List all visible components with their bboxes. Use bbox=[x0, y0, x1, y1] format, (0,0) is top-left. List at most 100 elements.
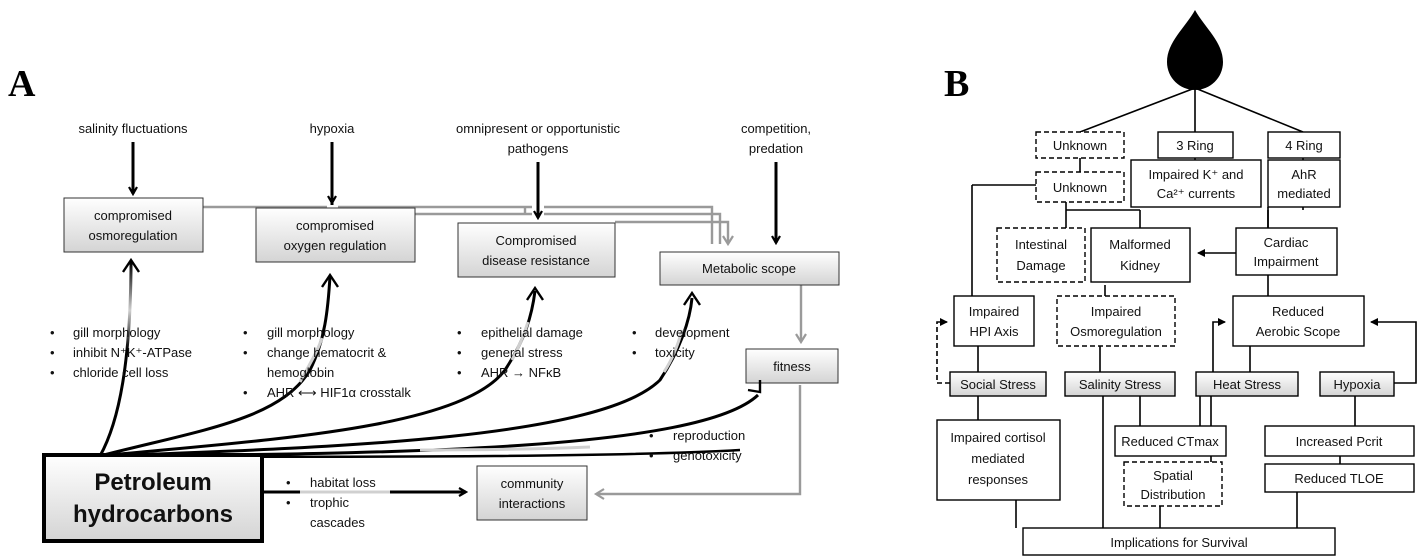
box-fitness: fitness bbox=[745, 348, 839, 384]
heat-to-aerobic-arrow bbox=[1212, 318, 1226, 383]
svg-text:osmoregulation: osmoregulation bbox=[89, 228, 178, 243]
svg-text:genotoxicity: genotoxicity bbox=[673, 448, 742, 463]
svg-text:Petroleum: Petroleum bbox=[94, 469, 211, 496]
svg-text:compromised: compromised bbox=[94, 208, 172, 223]
svg-text:•: • bbox=[632, 345, 637, 360]
box-b-reduced-tloe: Reduced TLOE bbox=[1264, 463, 1415, 493]
oil-drop-icon bbox=[1167, 10, 1223, 90]
svg-text:Unknown: Unknown bbox=[1053, 138, 1107, 153]
svg-text:habitat loss: habitat loss bbox=[310, 475, 376, 490]
svg-text:compromised: compromised bbox=[296, 218, 374, 233]
svg-text:Impairment: Impairment bbox=[1253, 254, 1318, 269]
fitness-to-community-arrow bbox=[593, 385, 802, 500]
svg-text:Metabolic scope: Metabolic scope bbox=[702, 261, 796, 276]
svg-text:Hypoxia: Hypoxia bbox=[1334, 377, 1382, 392]
box-b-impaired-currents: Impaired K⁺ and Ca²⁺ currents bbox=[1130, 159, 1262, 208]
bullets-metabolic: •development •toxicity bbox=[632, 325, 730, 360]
svg-text:gill morphology: gill morphology bbox=[267, 325, 355, 340]
box-b-heat-stress: Heat Stress bbox=[1195, 371, 1299, 397]
svg-text:•: • bbox=[243, 325, 248, 340]
svg-text:3 Ring: 3 Ring bbox=[1176, 138, 1214, 153]
svg-text:trophic: trophic bbox=[310, 495, 350, 510]
box-b-spatial-distribution: Spatial Distribution bbox=[1123, 461, 1223, 507]
box-b-4-ring: 4 Ring bbox=[1267, 131, 1341, 159]
svg-text:HPI Axis: HPI Axis bbox=[969, 324, 1019, 339]
svg-text:Impaired: Impaired bbox=[969, 304, 1020, 319]
svg-text:Intestinal: Intestinal bbox=[1015, 237, 1067, 252]
svg-text:cascades: cascades bbox=[310, 515, 365, 530]
svg-text:Reduced TLOE: Reduced TLOE bbox=[1294, 471, 1384, 486]
svg-text:AHR → NFκB: AHR → NFκB bbox=[481, 365, 561, 380]
svg-text:Impaired cortisol: Impaired cortisol bbox=[950, 430, 1045, 445]
box-b-impaired-cortisol: Impaired cortisol mediated responses bbox=[936, 419, 1061, 501]
svg-text:community: community bbox=[501, 476, 564, 491]
svg-text:Distribution: Distribution bbox=[1140, 487, 1205, 502]
box-b-implications-for-survival: Implications for Survival bbox=[1022, 527, 1336, 556]
svg-text:general stress: general stress bbox=[481, 345, 563, 360]
svg-text:Malformed: Malformed bbox=[1109, 237, 1170, 252]
box-b-hypoxia: Hypoxia bbox=[1319, 371, 1395, 397]
svg-text:mediated: mediated bbox=[1277, 186, 1330, 201]
box-b-unknown-mid: Unknown bbox=[1035, 171, 1125, 203]
bullets-community: •habitat loss •trophic cascades bbox=[286, 475, 376, 530]
oxygen-to-metabolic-line bbox=[415, 212, 722, 244]
box-b-impaired-osmoregulation: Impaired Osmoregulation bbox=[1056, 295, 1176, 347]
svg-text:Social Stress: Social Stress bbox=[960, 377, 1036, 392]
svg-text:AhR: AhR bbox=[1291, 167, 1316, 182]
box-b-social-stress: Social Stress bbox=[949, 371, 1047, 397]
svg-text:fitness: fitness bbox=[773, 359, 811, 374]
svg-text:Reduced CTmax: Reduced CTmax bbox=[1121, 434, 1219, 449]
svg-text:reproduction: reproduction bbox=[673, 428, 745, 443]
svg-text:•: • bbox=[50, 365, 55, 380]
svg-text:interactions: interactions bbox=[499, 496, 566, 511]
box-b-intestinal-damage: Intestinal Damage bbox=[996, 227, 1086, 283]
svg-text:Compromised: Compromised bbox=[496, 233, 577, 248]
box-compromised-oxygen-regulation: compromised oxygen regulation bbox=[255, 207, 416, 263]
bullets-fitness: • reproduction • genotoxicity bbox=[649, 428, 745, 463]
svg-text:Spatial: Spatial bbox=[1153, 468, 1193, 483]
svg-text:gill morphology: gill morphology bbox=[73, 325, 161, 340]
panel-b-label: B bbox=[944, 63, 969, 105]
box-b-reduced-ctmax: Reduced CTmax bbox=[1114, 425, 1227, 457]
box-b-unknown-top: Unknown bbox=[1035, 131, 1125, 159]
svg-text:•: • bbox=[632, 325, 637, 340]
svg-text:epithelial damage: epithelial damage bbox=[481, 325, 583, 340]
pathogens-stressor-label-1: omnipresent or opportunistic bbox=[456, 121, 621, 136]
pathogens-stressor-label-2: pathogens bbox=[508, 141, 569, 156]
bullets-oxygen: •gill morphology •change hematocrit & he… bbox=[243, 325, 411, 400]
bullets-osmo: •gill morphology •inhibit N⁺K⁺-ATPase •c… bbox=[50, 325, 192, 380]
svg-text:Cardiac: Cardiac bbox=[1264, 235, 1309, 250]
petroleum-to-metabolic-arrow bbox=[99, 297, 694, 458]
panel-a-label: A bbox=[8, 63, 36, 105]
box-compromised-osmoregulation: compromised osmoregulation bbox=[63, 197, 204, 253]
svg-text:Aerobic Scope: Aerobic Scope bbox=[1256, 324, 1341, 339]
svg-text:toxicity: toxicity bbox=[655, 345, 695, 360]
svg-text:4 Ring: 4 Ring bbox=[1285, 138, 1323, 153]
svg-text:hydrocarbons: hydrocarbons bbox=[73, 501, 233, 528]
svg-text:chloride cell loss: chloride cell loss bbox=[73, 365, 169, 380]
svg-text:mediated: mediated bbox=[971, 451, 1024, 466]
box-compromised-disease-resistance: Compromised disease resistance bbox=[457, 222, 616, 278]
svg-text:responses: responses bbox=[968, 472, 1028, 487]
svg-text:Salinity Stress: Salinity Stress bbox=[1079, 377, 1162, 392]
svg-text:•: • bbox=[649, 428, 654, 443]
svg-text:Reduced: Reduced bbox=[1272, 304, 1324, 319]
svg-text:•: • bbox=[649, 448, 654, 463]
svg-text:Kidney: Kidney bbox=[1120, 258, 1160, 273]
svg-text:•: • bbox=[286, 475, 291, 490]
svg-text:•: • bbox=[50, 325, 55, 340]
svg-text:hemoglobin: hemoglobin bbox=[267, 365, 334, 380]
svg-text:Increased Pcrit: Increased Pcrit bbox=[1296, 434, 1383, 449]
petroleum-to-osmo-arrow bbox=[98, 262, 133, 457]
svg-text:•: • bbox=[243, 385, 248, 400]
box-b-impaired-hpi-axis: Impaired HPI Axis bbox=[953, 295, 1035, 347]
disease-to-metabolic-line bbox=[615, 220, 734, 247]
salinity-stressor-label: salinity fluctuations bbox=[78, 121, 188, 136]
svg-text:•: • bbox=[457, 345, 462, 360]
svg-text:Damage: Damage bbox=[1016, 258, 1065, 273]
svg-text:Unknown: Unknown bbox=[1053, 180, 1107, 195]
svg-text:Heat Stress: Heat Stress bbox=[1213, 377, 1281, 392]
svg-text:Impaired K⁺ and: Impaired K⁺ and bbox=[1148, 167, 1243, 182]
bullets-disease: •epithelial damage •general stress •AHR … bbox=[457, 325, 583, 380]
